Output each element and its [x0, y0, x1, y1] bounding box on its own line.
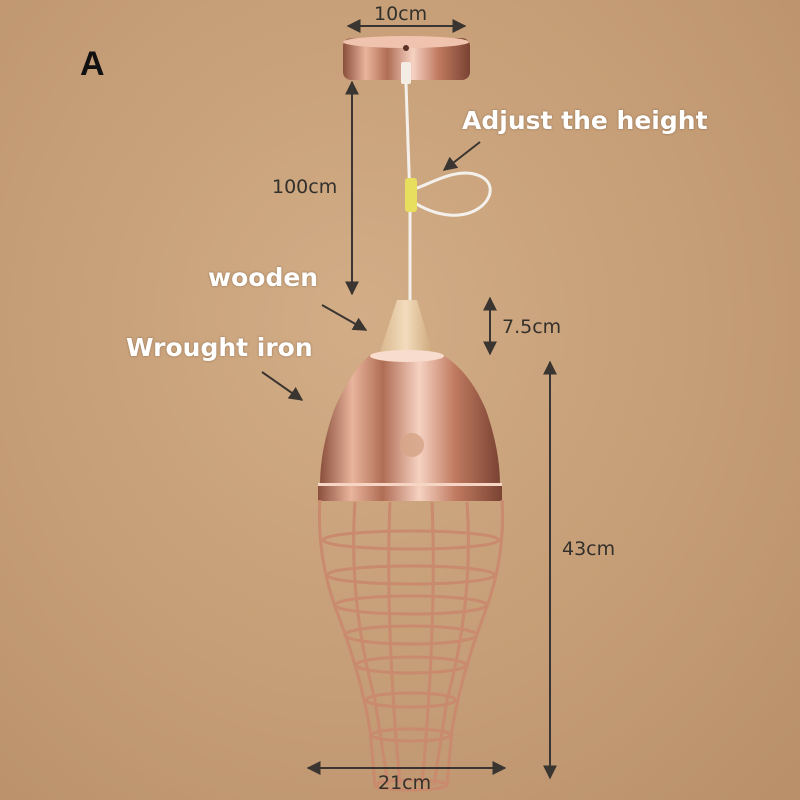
shade-width-label: 21cm	[378, 772, 432, 794]
variant-label: A	[80, 45, 105, 83]
dimension-lines	[261, 19, 557, 780]
wooden-socket	[380, 300, 432, 352]
ceiling-canopy	[343, 36, 470, 84]
adjust-height-callout: Adjust the height	[462, 106, 708, 135]
wrought-iron-cage	[317, 499, 505, 792]
wood-height-label: 7.5cm	[502, 316, 562, 338]
wooden-callout: wooden	[208, 263, 319, 292]
wrought-iron-callout: Wrought iron	[126, 333, 313, 362]
cable-length-label: 100cm	[272, 176, 338, 198]
rose-gold-shade	[318, 350, 502, 501]
cable-clip	[405, 178, 417, 212]
shade-height-label: 43cm	[562, 538, 616, 560]
canopy-width-label: 10cm	[374, 3, 428, 25]
